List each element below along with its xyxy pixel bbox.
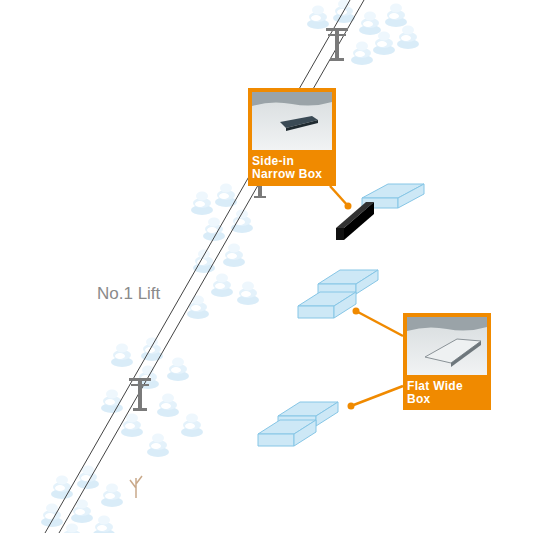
lift-towers [129,28,348,411]
callout-box: Side-in Narrow Box [248,88,336,186]
lift-name: No.1 Lift [97,284,160,304]
callout-label: Flat Wide Box [407,380,483,406]
bare-tree [130,476,142,498]
callout-label: Side-in Narrow Box [252,155,328,181]
leader-lines [330,186,403,410]
lift-cables [45,0,364,533]
callout-box: Flat Wide Box [403,313,491,410]
flat-boxes [258,184,424,446]
narrow-box [336,202,374,240]
snow-trees [41,0,419,533]
photo-thumbnail [407,317,487,375]
photo-thumbnail [252,92,332,150]
